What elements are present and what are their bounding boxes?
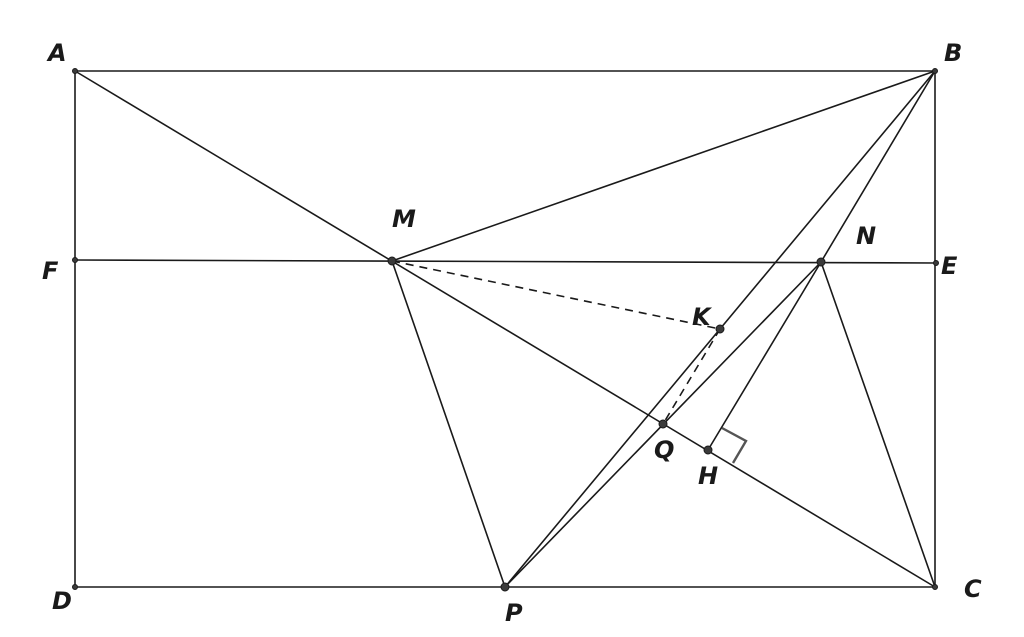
segment-MP: [391, 260, 506, 588]
label-K: K: [692, 303, 713, 331]
label-E: E: [941, 252, 958, 280]
point-F: [72, 257, 78, 263]
label-C: C: [964, 575, 982, 603]
segment-MB: [391, 70, 936, 262]
point-C: [932, 584, 938, 590]
point-A: [72, 68, 78, 74]
point-K: [715, 324, 725, 334]
label-D: D: [52, 587, 72, 615]
label-F: F: [42, 257, 59, 285]
label-A: A: [46, 39, 67, 67]
label-B: B: [944, 39, 962, 67]
point-D: [72, 584, 78, 590]
segment-FE: [74, 259, 937, 264]
point-N: [816, 257, 826, 267]
segment-AC: [74, 70, 936, 588]
point-P: [500, 582, 510, 592]
point-E: [933, 260, 939, 266]
point-M: [387, 256, 397, 266]
point-B: [932, 68, 938, 74]
dashed-segment-KQ: [662, 328, 721, 425]
segment-NC: [820, 261, 936, 588]
right-angle-mark-H: [721, 426, 748, 464]
label-N: N: [856, 222, 876, 250]
label-P: P: [505, 599, 523, 627]
label-H: H: [698, 462, 718, 490]
point-Q: [658, 419, 668, 429]
label-Q: Q: [654, 436, 674, 464]
dashed-segment-MK: [391, 260, 721, 330]
segment-BN: [820, 70, 936, 263]
label-M: M: [392, 205, 416, 233]
segment-NH: [707, 261, 822, 451]
point-H: [703, 445, 713, 455]
